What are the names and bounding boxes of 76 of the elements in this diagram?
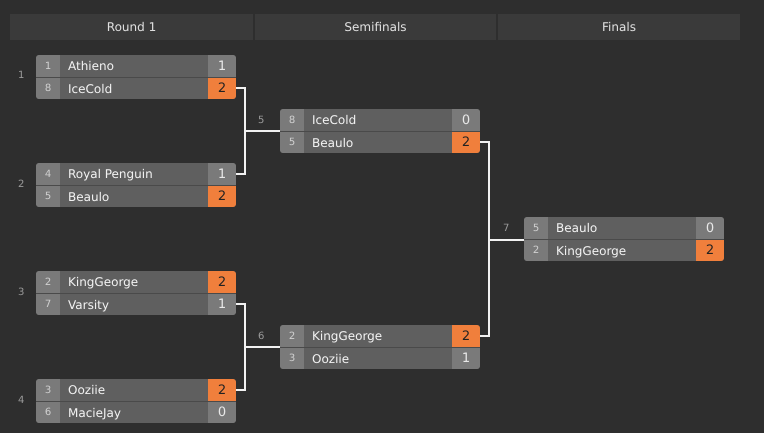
score-cell: 2 (208, 379, 236, 401)
score-cell: 2 (452, 132, 480, 153)
seed-number: 1 (36, 55, 60, 77)
match-number: 5 (258, 115, 264, 126)
player-name: IceCold (68, 80, 112, 98)
seed-number: 6 (36, 402, 60, 423)
player-row (36, 77, 236, 99)
match-card (280, 325, 480, 369)
column-header: Round 1 (10, 14, 253, 40)
player-name: Beaulo (68, 188, 110, 206)
score-cell: 2 (696, 240, 724, 261)
column-header: Finals (498, 14, 740, 40)
seed-number: 4 (36, 163, 60, 185)
player-row (36, 271, 236, 293)
player-row (36, 401, 236, 423)
score-cell: 0 (696, 217, 724, 239)
player-row (280, 131, 480, 153)
player-name: Beaulo (312, 134, 354, 152)
seed-number: 2 (280, 325, 304, 347)
seed-number: 2 (36, 271, 60, 293)
seed-number: 3 (36, 379, 60, 401)
match-card (280, 109, 480, 153)
score-cell: 1 (452, 348, 480, 369)
player-name: Beaulo (556, 220, 598, 237)
match-number: 1 (18, 70, 24, 81)
player-name: IceCold (312, 112, 356, 129)
match-number: 7 (503, 223, 510, 234)
match-card (36, 379, 236, 423)
seed-number: 8 (36, 78, 60, 99)
player-row (280, 109, 480, 131)
score-cell: 1 (208, 163, 236, 185)
player-name: KingGeorge (68, 274, 138, 291)
match-number: 4 (18, 395, 24, 406)
player-row (36, 293, 236, 315)
player-name: Royal Penguin (68, 166, 153, 183)
match-number: 6 (258, 331, 264, 342)
score-cell: 2 (452, 325, 480, 347)
score-cell: 0 (208, 402, 236, 423)
seed-number: 3 (280, 348, 304, 369)
seed-number: 2 (524, 240, 548, 261)
bracket-line (480, 239, 524, 337)
player-name: KingGeorge (556, 242, 626, 260)
player-name: Ooziie (312, 350, 350, 368)
score-cell: 1 (208, 55, 236, 77)
bracket-line (236, 130, 280, 175)
player-row (524, 217, 724, 239)
score-cell: 0 (452, 109, 480, 131)
score-cell: 1 (208, 294, 236, 315)
seed-number: 7 (36, 294, 60, 315)
player-name: KingGeorge (312, 328, 382, 345)
match-card (36, 163, 236, 207)
player-name: Varsity (68, 296, 109, 314)
player-row (36, 163, 236, 185)
player-row (36, 185, 236, 207)
column-header: Semifinals (255, 14, 496, 40)
seed-number: 5 (524, 217, 548, 239)
score-cell: 2 (208, 78, 236, 99)
seed-number: 5 (36, 186, 60, 207)
match-number: 3 (18, 287, 24, 298)
bracket-line (236, 346, 280, 391)
player-name: MacieJay (68, 404, 122, 422)
seed-number: 5 (280, 132, 304, 153)
match-card (524, 217, 724, 261)
player-row (280, 347, 480, 369)
match-card (36, 271, 236, 315)
player-name: Ooziie (68, 382, 106, 399)
player-name: Athieno (68, 58, 114, 75)
score-cell: 2 (208, 186, 236, 207)
player-row (36, 379, 236, 401)
player-row (280, 325, 480, 347)
match-number: 2 (18, 179, 24, 190)
seed-number: 8 (280, 109, 304, 131)
player-row (36, 55, 236, 77)
player-row (524, 239, 724, 261)
score-cell: 2 (208, 271, 236, 293)
match-card (36, 55, 236, 99)
